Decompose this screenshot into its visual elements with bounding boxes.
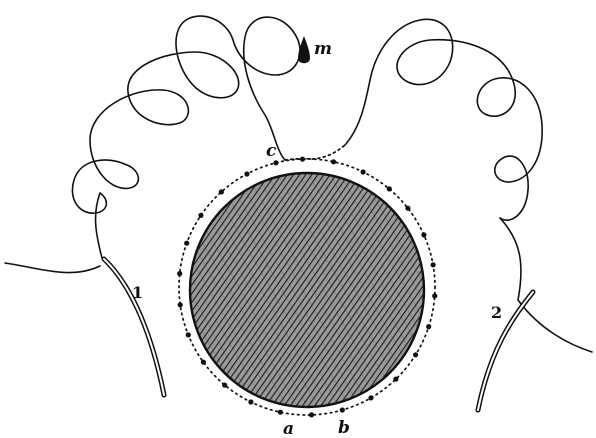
right-thread-end [500,218,592,352]
needle-1 [104,259,164,395]
suture-knot [278,410,283,415]
suture-knot [361,169,366,174]
left-thread-to-needle [96,193,102,258]
left-thread-end [5,263,100,273]
suture-knot [432,293,437,298]
suture-knot [248,399,253,404]
suture-knot [178,302,183,307]
label-needle-1: 1 [132,283,143,302]
suture-knot [198,213,203,218]
suture-knot [426,324,431,329]
shaded-disc [190,173,424,407]
suture-knot [413,352,418,357]
suture-knot [219,189,224,194]
suture-knot [340,407,345,412]
label-c: c [266,141,277,161]
suture-knot [222,383,227,388]
top-stitch-dotted [285,145,345,160]
suture-knot [184,241,189,246]
suture-knot [244,171,249,176]
label-a: a [283,419,294,438]
suture-knot [368,395,373,400]
drop-mark-icon [298,36,310,63]
label-needle-2: 2 [491,303,502,322]
label-m: m [314,39,332,59]
suture-knot [177,271,182,276]
right-thread-loops [345,19,542,220]
suture-knot [387,186,392,191]
suture-knot [309,412,314,417]
suture-knot [186,332,191,337]
suture-knot [331,159,336,164]
suture-knot [431,262,436,267]
suture-knot [393,377,398,382]
suture-knot [421,232,426,237]
label-b: b [338,418,350,438]
suture-knot [201,360,206,365]
suture-knot [405,206,410,211]
